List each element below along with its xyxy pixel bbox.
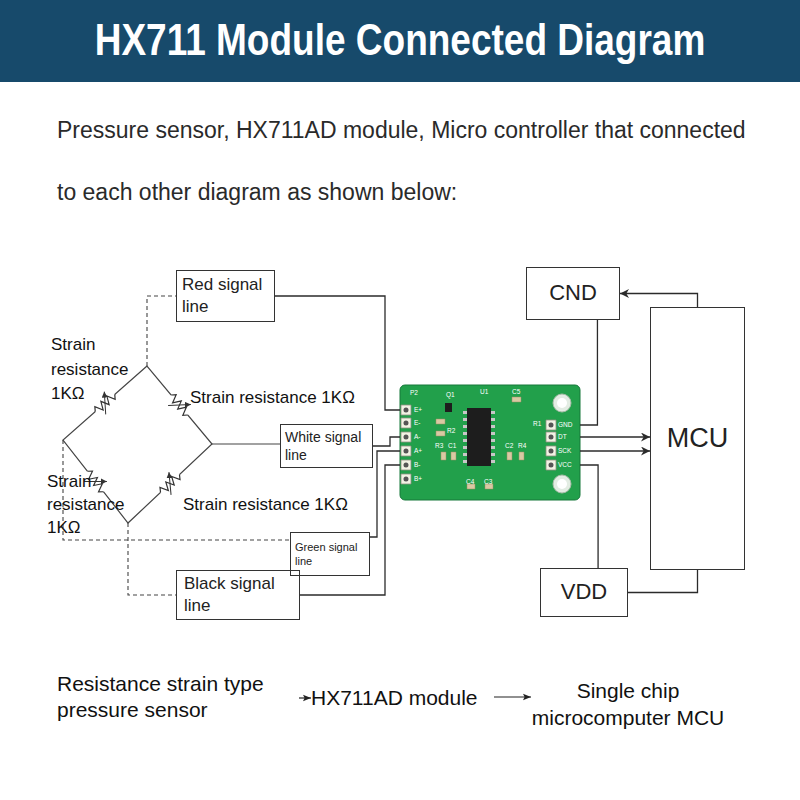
silkscreen-label: C4 <box>466 478 474 486</box>
signal-line-box: Black signal line <box>176 570 300 620</box>
silkscreen-label: A+ <box>414 447 422 455</box>
box-label: White signal line <box>285 428 368 464</box>
silkscreen-label: C2 <box>505 442 513 450</box>
ground-box: CND <box>526 267 620 320</box>
box-label: Black signal line <box>184 573 292 617</box>
bridge-lead-wire <box>212 443 280 444</box>
connector-wire <box>620 294 698 308</box>
silkscreen-label: R4 <box>518 442 526 450</box>
flow-arrow <box>494 696 531 697</box>
silkscreen-label: P2 <box>410 389 418 397</box>
strain-resistance-label: Strain resistance 1KΩ <box>51 333 143 407</box>
resistor-gap <box>167 392 191 418</box>
silkscreen-label: R3 <box>435 442 443 450</box>
silkscreen-label: C5 <box>512 388 520 396</box>
silkscreen-label: B+ <box>414 475 422 483</box>
resistor-gap <box>92 391 118 416</box>
connector-wire <box>628 570 698 593</box>
mounting-hole-center <box>557 479 567 489</box>
flow-step-label: HX711AD module <box>311 685 511 711</box>
bridge-lead-wire <box>63 440 290 540</box>
hx711-board: P2 Q1 U1 C5R1R2R3 C1 C2 R4C4 C3 E+ E- A- A+ B- B+ GND D… <box>400 385 580 500</box>
connector-wire <box>580 450 650 451</box>
connector-wire <box>580 320 597 425</box>
connector-wire <box>373 437 400 446</box>
signal-line-box: Green signal line <box>290 532 370 576</box>
box-label: MCU <box>667 421 729 456</box>
strain-resistance-label: Strain resistance 1KΩ <box>190 386 410 410</box>
signal-line-box: White signal line <box>280 424 373 468</box>
transistor <box>445 403 452 412</box>
strain-resistor-symbol <box>89 388 120 419</box>
variable-arrow <box>94 392 116 415</box>
mcu-box: MCU <box>650 307 745 570</box>
intro-text: Pressure sensor, HX711AD module, Micro c… <box>57 99 757 223</box>
header-hole <box>549 423 554 468</box>
flow-step-label: Resistance strain type pressure sensor <box>57 671 292 723</box>
silkscreen-label: C3 <box>484 478 492 486</box>
mounting-hole-center <box>557 398 567 408</box>
silkscreen-label: SCK <box>558 447 571 455</box>
mounting-hole <box>553 394 571 412</box>
flow-step-label: Single chip microcomputer MCU <box>513 677 743 731</box>
connector-wire <box>370 451 400 537</box>
silkscreen-label: Q1 <box>446 391 455 399</box>
connector-wire <box>300 465 400 595</box>
power-box: VDD <box>540 568 628 617</box>
silkscreen-label: R2 <box>447 427 455 435</box>
bridge-lead-wire <box>147 296 176 366</box>
box-label: Green signal line <box>295 540 365 569</box>
variable-arrow <box>168 394 191 416</box>
silkscreen-label: E+ <box>414 406 422 414</box>
signal-line-box: Red signal line <box>176 270 275 322</box>
box-label: CND <box>549 279 597 308</box>
header-pad <box>401 405 411 484</box>
mounting-hole <box>553 475 571 493</box>
silkscreen-label: E- <box>414 419 421 427</box>
resistor-zigzag <box>168 392 191 417</box>
silkscreen-label: R1 <box>533 420 541 428</box>
box-label: Red signal line <box>182 274 269 318</box>
silkscreen-label: B- <box>414 461 421 469</box>
strain-resistance-label: Strain resistance 1KΩ <box>47 470 139 539</box>
strain-resistor-symbol <box>154 468 185 499</box>
hx711-chip <box>467 408 491 466</box>
connector-wire <box>275 296 400 410</box>
flow-arrow <box>299 697 311 698</box>
silkscreen-label: DT <box>558 433 567 441</box>
silkscreen-label: VCC <box>558 461 572 469</box>
header-pad <box>546 420 556 470</box>
silkscreen-label: A- <box>414 433 421 441</box>
connector-wire <box>580 436 650 437</box>
resistor-zigzag <box>158 472 182 496</box>
silkscreen-label: C1 <box>448 442 456 450</box>
strain-resistance-label: Strain resistance 1KΩ <box>183 493 403 517</box>
box-label: VDD <box>561 578 607 607</box>
variable-arrow <box>159 472 182 495</box>
header-hole <box>404 408 409 482</box>
connector-wire <box>580 465 598 568</box>
title-text: HX711 Module Connected Diagram <box>0 0 800 89</box>
resistor-zigzag <box>93 391 118 414</box>
smd-component <box>436 397 524 489</box>
bridge-lead-wire <box>128 523 176 595</box>
pcb-board <box>400 385 580 500</box>
resistor-gap <box>157 471 183 496</box>
silkscreen-label: GND <box>558 421 572 429</box>
silkscreen-label: U1 <box>480 388 488 396</box>
